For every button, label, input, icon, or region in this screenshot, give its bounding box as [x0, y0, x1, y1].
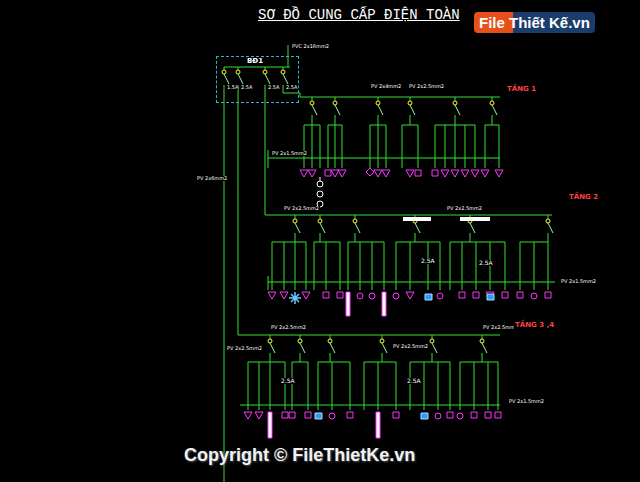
cable-label: PV 2x2.5mm2 — [283, 206, 320, 211]
cable-label: PV 2x2.5mm2 — [392, 344, 429, 349]
cable-label: PV 2x6mm2 — [196, 176, 228, 181]
board-name: BĐ1 — [247, 58, 263, 65]
cable-label: PV 2x2.5mm2 — [226, 346, 263, 351]
feeder-wires — [224, 45, 552, 482]
floor1-wires — [268, 97, 500, 168]
breaker-rating: 2.5A — [280, 378, 296, 384]
fluorescent-tubes — [268, 292, 386, 438]
load-symbols — [244, 168, 551, 419]
contactor-bars — [403, 217, 490, 221]
floor-label: TẦNG 3 ,4 — [514, 322, 555, 329]
distribution-board: BĐ11.5A2.5A2.5A2.5A — [216, 56, 299, 103]
floor2-wires — [268, 215, 555, 290]
breaker-rating: 2.5A — [478, 260, 494, 266]
cable-label: PV 2x1.5mm2 — [271, 151, 308, 156]
breaker-rating: 2.5A — [241, 85, 252, 90]
cable-label: PV 2x1.5mm2 — [560, 279, 597, 284]
floor3-wires — [240, 335, 500, 410]
breaker-rating: 2.5A — [420, 258, 436, 264]
breaker-blades — [224, 74, 553, 353]
diagram-title: SƠ ĐỒ CUNG CẤP ĐIỆN TOÀN — [258, 8, 460, 22]
watermark: Copyright © FileThietKe.vn — [183, 446, 416, 464]
cable-label: PV 2x1.5mm2 — [508, 399, 545, 404]
socket-symbols — [317, 177, 323, 207]
breaker-rating: 2.5A — [406, 378, 422, 384]
cable-label: PV 2x4mm2 — [370, 84, 402, 89]
floor-label: TẦNG 2 — [568, 194, 599, 201]
ceiling-fan-symbol — [289, 292, 301, 304]
breaker-rating: 2.5A — [268, 85, 279, 90]
breaker-rating: 2.5A — [286, 85, 297, 90]
cable-label: PV 2x2.5mm2 — [408, 84, 445, 89]
cable-label: PVC 2x16mm2 — [291, 44, 330, 49]
cable-label: PV 2x2.5mm2 — [270, 325, 307, 330]
fan-symbols — [315, 294, 494, 419]
watermark-logo: File Thiết Kế.vn — [474, 12, 595, 33]
cable-label: PV 2x2.5mm2 — [446, 206, 483, 211]
floor-label: TẦNG 1 — [506, 86, 537, 93]
breaker-rating: 1.5A — [227, 85, 238, 90]
